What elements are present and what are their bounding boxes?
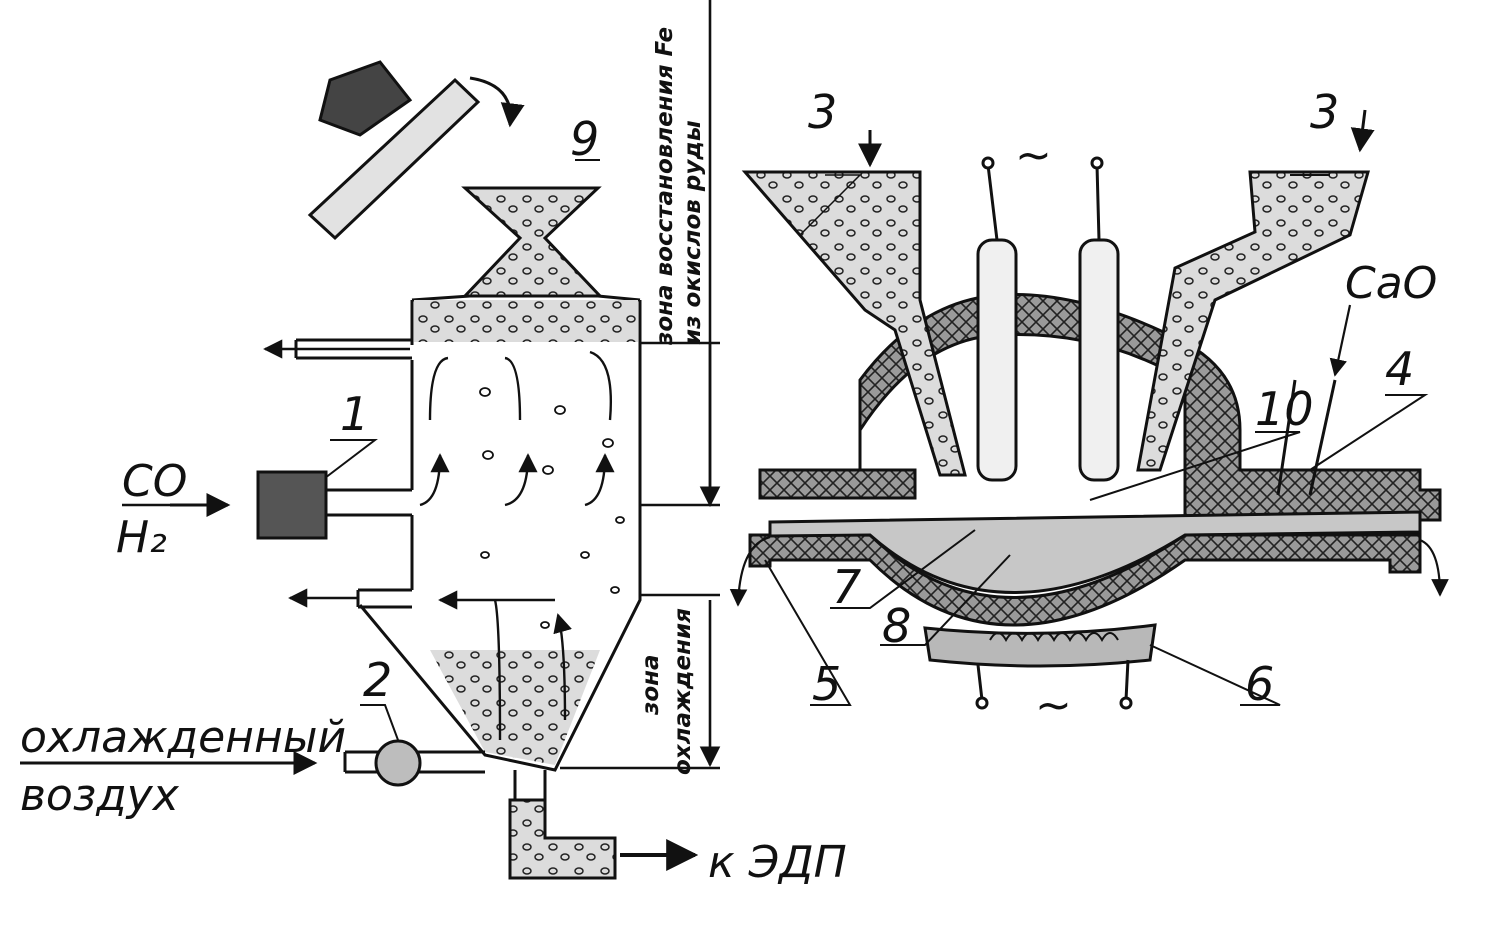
label-reduction-zone-2: из окислов руды <box>680 120 706 345</box>
callout-8: 8 <box>882 599 911 653</box>
callout-6: 6 <box>1245 657 1274 711</box>
label-ac-top: ~ <box>1015 130 1052 181</box>
electrode-left <box>976 238 1018 482</box>
bunker-left <box>741 170 967 477</box>
shaft-roof <box>411 294 641 302</box>
label-output: к ЭДП <box>708 837 847 888</box>
callout-4: 4 <box>1385 342 1414 396</box>
hearth-lining <box>748 533 1422 627</box>
induction-coil <box>923 623 1157 668</box>
callout-1: 1 <box>340 387 369 441</box>
melt-bath <box>768 510 1422 594</box>
air-blower <box>374 739 422 787</box>
callout-9: 9 <box>570 112 599 166</box>
callout-10: 10 <box>1255 382 1314 436</box>
label-ac-bottom: ~ <box>1035 680 1072 731</box>
label-air-bottom: воздух <box>20 770 180 821</box>
callout-2: 2 <box>363 653 392 707</box>
callout-5: 5 <box>812 657 841 711</box>
discharge-pipe <box>508 798 617 880</box>
lower-gas-outlet <box>356 588 412 609</box>
label-cooling-zone-1: зона <box>638 654 664 716</box>
label-air-top: охлажденный <box>20 712 346 763</box>
electric-furnace <box>741 156 1442 710</box>
bunker-right <box>1136 170 1370 472</box>
callout-7: 7 <box>832 560 861 614</box>
shaft-furnace <box>294 186 642 880</box>
gas-inlet-pipe <box>325 488 412 517</box>
label-cooling-zone-2: охлаждения <box>670 608 696 775</box>
coil-turns <box>989 632 1119 643</box>
zone-dimension-lines <box>560 0 721 770</box>
feed-arrows <box>20 109 1449 871</box>
label-co: CO <box>122 456 187 507</box>
loading-skip <box>307 60 525 241</box>
pellet-dots <box>479 387 625 629</box>
callout-3-left: 3 <box>808 85 837 139</box>
gas-flow-arrows <box>263 339 615 741</box>
label-reduction-zone-1: зона восстановления Fe <box>652 27 678 346</box>
label-h2: H₂ <box>116 512 167 563</box>
leader-lines <box>324 159 1429 741</box>
shaft-body <box>358 300 642 772</box>
label-cao: CaO <box>1345 258 1437 309</box>
callout-3-right: 3 <box>1310 85 1339 139</box>
lime-pipe <box>1276 379 1337 496</box>
gas-heater-box <box>256 470 328 540</box>
top-hopper <box>461 186 604 298</box>
electrode-right <box>1078 238 1120 482</box>
